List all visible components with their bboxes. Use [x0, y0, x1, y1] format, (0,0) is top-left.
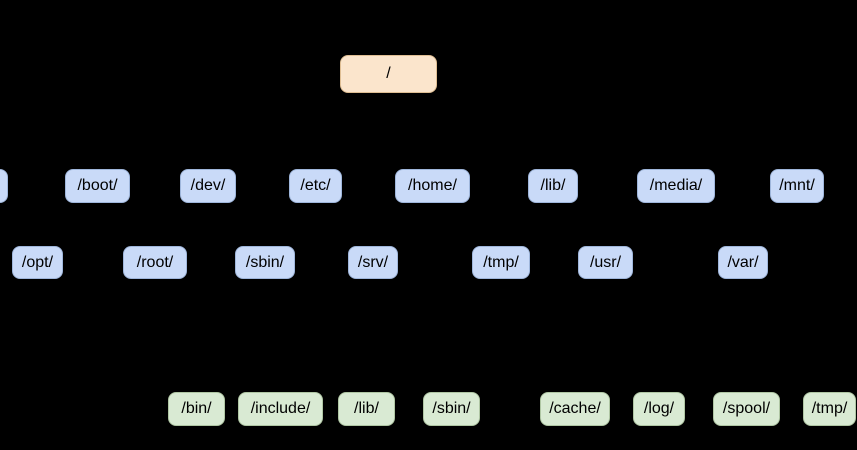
dir-node-etc: /etc/	[289, 169, 342, 203]
dir-node-lib: /lib/	[528, 169, 578, 203]
leaf-node-usr-include: /include/	[238, 392, 323, 426]
leaf-node-usr-sbin: /sbin/	[423, 392, 480, 426]
dir-node-home: /home/	[395, 169, 470, 203]
dir-node-opt: /opt/	[12, 246, 63, 279]
leaf-node-var-spool: /spool/	[713, 392, 780, 426]
leaf-node-usr-lib: /lib/	[338, 392, 395, 426]
leaf-node-usr-bin: /bin/	[168, 392, 225, 426]
dir-node-media: /media/	[637, 169, 715, 203]
dir-node-boot: /boot/	[65, 169, 130, 203]
dir-node-mnt: /mnt/	[770, 169, 824, 203]
dir-node-tmp: /tmp/	[472, 246, 530, 279]
dir-node-usr: /usr/	[578, 246, 633, 279]
leaf-node-var-log: /log/	[633, 392, 685, 426]
dir-node-srv: /srv/	[348, 246, 398, 279]
dir-node-root-dir: /root/	[123, 246, 187, 279]
leaf-node-var-cache: /cache/	[540, 392, 610, 426]
dir-node-dev: /dev/	[180, 169, 236, 203]
root-node: /	[340, 55, 437, 93]
leaf-node-var-tmp: /tmp/	[803, 392, 856, 426]
dir-node-sbin: /sbin/	[235, 246, 295, 279]
dir-node-clipped	[0, 169, 8, 203]
dir-node-var: /var/	[718, 246, 768, 279]
